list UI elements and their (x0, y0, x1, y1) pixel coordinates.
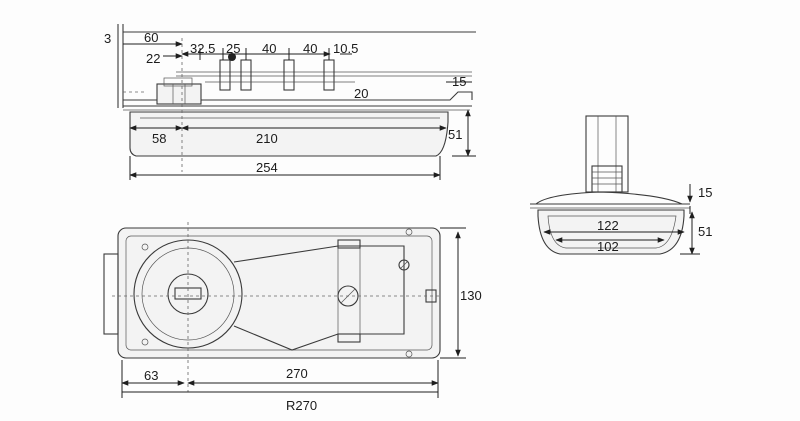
dim-210: 210 (256, 131, 278, 146)
dim-25: 25 (226, 41, 240, 56)
dim-51-end: 51 (698, 224, 712, 239)
side-view: 3 60 22 32.5 25 40 40 10.5 20 15 51 58 2… (104, 24, 476, 180)
dim-102: 102 (597, 239, 619, 254)
dim-15-end: 15 (698, 185, 712, 200)
dim-40-a: 40 (262, 41, 276, 56)
dim-40-b: 40 (303, 41, 317, 56)
dim-15-side: 15 (452, 74, 466, 89)
dim-10-5: 10.5 (333, 41, 358, 56)
dim-270: 270 (286, 366, 308, 381)
dim-60: 60 (144, 30, 158, 45)
top-view: 130 63 270 R270 (103, 222, 482, 413)
dim-32-5: 32.5 (190, 41, 215, 56)
dim-122: 122 (597, 218, 619, 233)
dim-254: 254 (256, 160, 278, 175)
dim-20: 20 (354, 86, 368, 101)
dim-130: 130 (460, 288, 482, 303)
end-view: 15 122 102 51 (530, 115, 712, 255)
dim-3: 3 (104, 31, 111, 46)
dim-22: 22 (146, 51, 160, 66)
dim-51-side: 51 (448, 127, 462, 142)
dim-58: 58 (152, 131, 166, 146)
dim-r270: R270 (286, 398, 317, 413)
dim-63: 63 (144, 368, 158, 383)
